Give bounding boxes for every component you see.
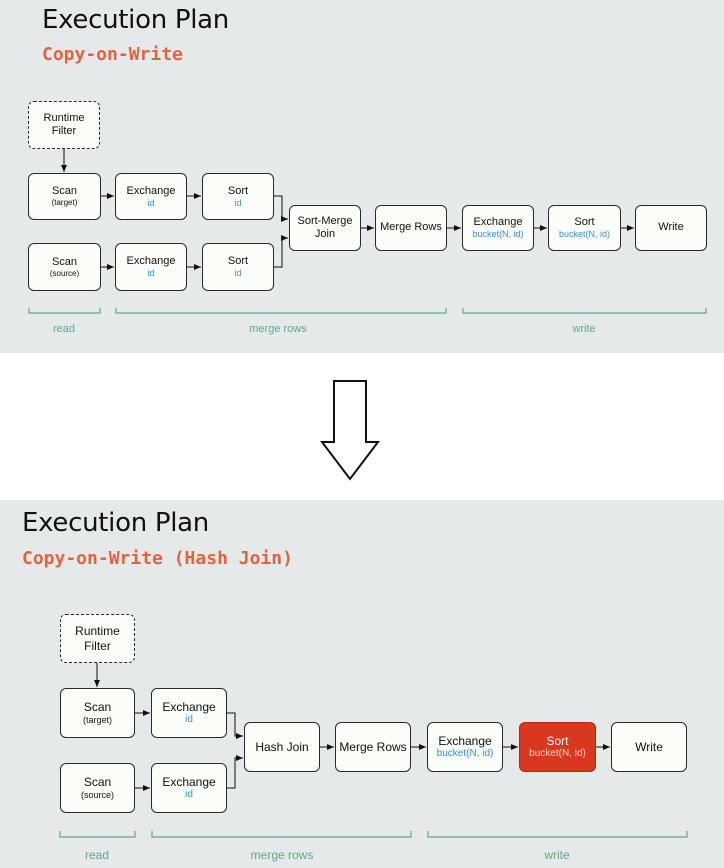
node-key: id bbox=[147, 197, 155, 208]
node-label: Runtime Filter bbox=[43, 111, 85, 137]
node-label: Merge Rows bbox=[339, 739, 407, 754]
node-merge-rows: Merge Rows bbox=[335, 722, 411, 772]
node-sort-write: Sort bucket(N, id) bbox=[548, 205, 621, 251]
panel2-subtitle: Copy-on-Write (Hash Join) bbox=[22, 548, 293, 569]
node-label: Exchange bbox=[162, 774, 216, 789]
group-label-merge-rows: merge rows bbox=[249, 323, 307, 335]
panel-copy-on-write: Execution Plan Copy-on-Write Run bbox=[0, 0, 724, 353]
node-scan-target: Scan (target) bbox=[60, 688, 135, 738]
node-label: Scan bbox=[83, 775, 112, 790]
node-sort-write-highlighted: Sort bucket(N, id) bbox=[519, 722, 596, 772]
node-runtime-filter: Runtime Filter bbox=[28, 101, 100, 149]
group-label-read: read bbox=[52, 323, 76, 335]
node-label: Exchange bbox=[473, 216, 523, 228]
node-key: id bbox=[234, 197, 242, 208]
node-label: Sort bbox=[227, 255, 249, 267]
node-label: Runtime Filter bbox=[75, 624, 120, 653]
node-sort-top: Sort id bbox=[202, 173, 274, 220]
bracket-read bbox=[28, 308, 101, 314]
bracket-merge-rows bbox=[115, 308, 447, 314]
node-label: Exchange bbox=[438, 733, 492, 748]
panel-copy-on-write-hash-join: Execution Plan Copy-on-Write (Hash Join)… bbox=[0, 500, 724, 868]
node-merge-rows: Merge Rows bbox=[375, 205, 447, 251]
node-key: id bbox=[185, 789, 193, 801]
node-label: Hash Join bbox=[255, 739, 309, 754]
edge-exchange-top-to-join bbox=[227, 712, 243, 739]
group-label-write: write bbox=[572, 323, 596, 335]
node-label: Sort bbox=[227, 184, 249, 197]
node-key: id bbox=[147, 268, 155, 279]
node-runtime-filter: Runtime Filter bbox=[60, 614, 135, 663]
node-label: Exchange bbox=[126, 184, 176, 197]
panel1-connectors bbox=[28, 149, 707, 314]
node-scan-source: Scan (source) bbox=[28, 243, 101, 291]
node-label: Write bbox=[635, 739, 663, 754]
bracket-write bbox=[427, 831, 688, 838]
node-sublabel: (target) bbox=[82, 714, 112, 725]
node-write: Write bbox=[635, 205, 707, 251]
group-label-merge-rows: merge rows bbox=[250, 848, 314, 862]
node-key: id bbox=[185, 714, 193, 726]
node-scan-source: Scan (source) bbox=[60, 763, 135, 813]
node-sort-bottom: Sort id bbox=[202, 243, 274, 291]
node-exchange-top: Exchange id bbox=[115, 173, 187, 220]
node-label: Scan bbox=[51, 185, 78, 198]
node-label: Write bbox=[658, 221, 684, 234]
node-sublabel: (source) bbox=[49, 268, 80, 278]
node-hash-join: Hash Join bbox=[244, 722, 320, 772]
node-label: Sort bbox=[546, 733, 569, 748]
node-exchange-bottom: Exchange id bbox=[151, 763, 227, 813]
panel2-connectors bbox=[59, 663, 688, 838]
node-key: bucket(N, id) bbox=[472, 229, 524, 240]
node-key: bucket(N, id) bbox=[529, 748, 586, 760]
panel2-title: Execution Plan bbox=[22, 508, 209, 538]
bracket-write bbox=[462, 308, 707, 314]
node-label: Sort-Merge Join bbox=[297, 214, 353, 240]
node-exchange-top: Exchange id bbox=[151, 688, 227, 738]
node-exchange-write: Exchange bucket(N, id) bbox=[427, 722, 503, 772]
node-sublabel: (source) bbox=[80, 789, 114, 800]
edge-sort-bottom-to-join bbox=[274, 235, 288, 268]
group-label-read: read bbox=[84, 848, 110, 862]
panel1-title: Execution Plan bbox=[42, 5, 229, 35]
node-write: Write bbox=[611, 722, 687, 772]
node-label: Sort bbox=[574, 216, 595, 228]
node-label: Exchange bbox=[162, 699, 216, 714]
panel1-subtitle: Copy-on-Write bbox=[42, 44, 183, 65]
node-exchange-write: Exchange bucket(N, id) bbox=[462, 205, 534, 251]
node-key: bucket(N, id) bbox=[558, 229, 611, 240]
node-label: Scan bbox=[83, 700, 112, 715]
node-sort-merge-join: Sort-Merge Join bbox=[289, 205, 361, 251]
node-key: bucket(N, id) bbox=[436, 748, 494, 760]
edge-exchange-bottom-to-join bbox=[227, 755, 243, 789]
node-scan-target: Scan (target) bbox=[28, 173, 101, 220]
node-label: Scan bbox=[51, 255, 78, 268]
node-label: Merge Rows bbox=[380, 221, 442, 234]
bracket-merge-rows bbox=[151, 831, 412, 838]
node-label: Exchange bbox=[126, 255, 176, 267]
node-exchange-bottom: Exchange id bbox=[115, 243, 187, 291]
bracket-read bbox=[59, 831, 136, 838]
group-label-write: write bbox=[544, 848, 570, 862]
node-key: id bbox=[234, 268, 242, 279]
node-sublabel: (target) bbox=[51, 198, 78, 208]
edge-sort-top-to-join bbox=[274, 195, 288, 222]
